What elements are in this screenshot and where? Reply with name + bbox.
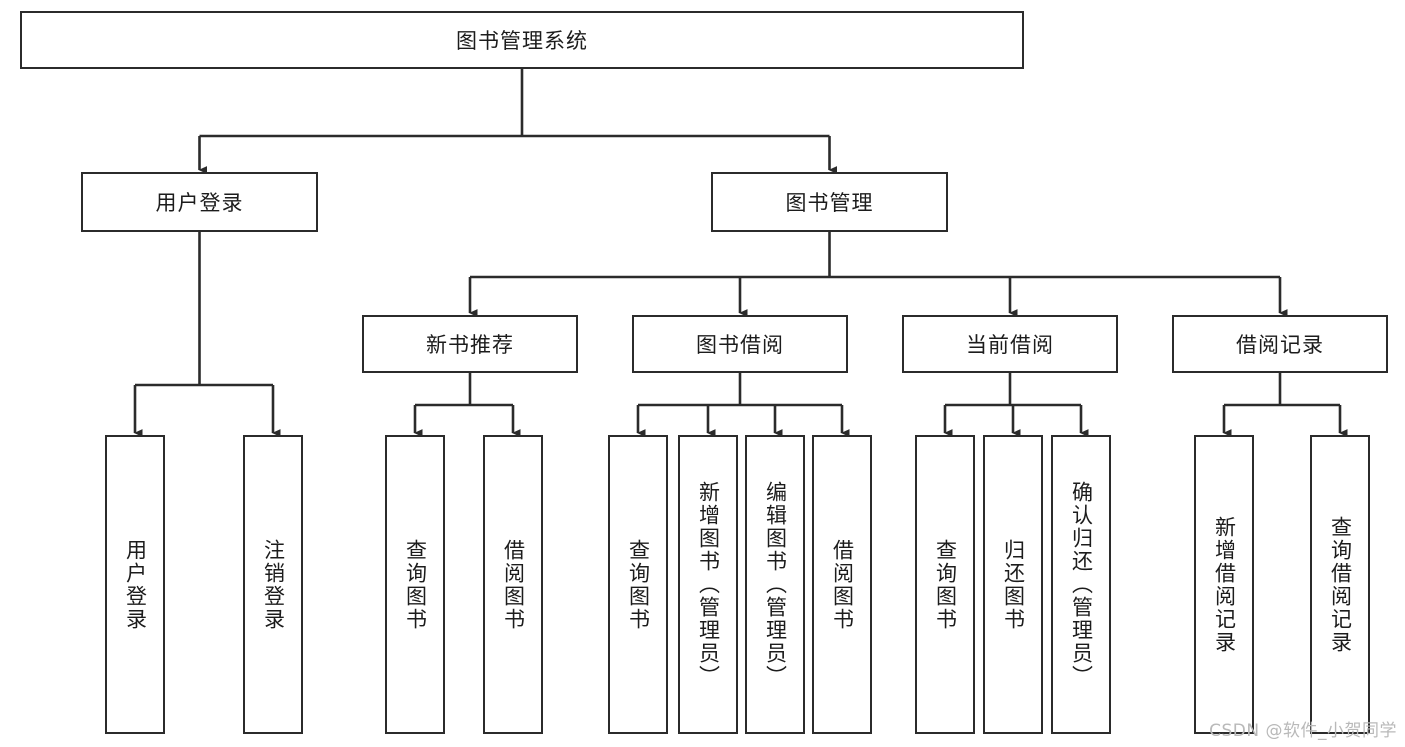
node-confirm-return-admin[interactable]: 确认归还（管理员） — [1051, 435, 1111, 734]
node-label: 借阅图书 — [501, 538, 526, 631]
node-label: 注销登录 — [261, 538, 286, 631]
node-user-login-leaf[interactable]: 用户登录 — [105, 435, 165, 734]
node-query-book-2[interactable]: 查询图书 — [608, 435, 668, 734]
node-user-login[interactable]: 用户登录 — [81, 172, 318, 232]
csdn-watermark: CSDN @软件_小贺同学 — [1209, 721, 1397, 741]
node-add-book-admin[interactable]: 新增图书（管理员） — [678, 435, 738, 734]
node-label: 确认归还（管理员） — [1069, 481, 1094, 688]
node-label: 查询图书 — [933, 538, 958, 631]
node-book-management[interactable]: 图书管理 — [711, 172, 948, 232]
node-return-book[interactable]: 归还图书 — [983, 435, 1043, 734]
node-label: 用户登录 — [123, 538, 148, 631]
node-borrow-record[interactable]: 借阅记录 — [1172, 315, 1388, 373]
node-label: 归还图书 — [1001, 538, 1026, 631]
node-label: 新增借阅记录 — [1212, 515, 1237, 654]
node-user-logout-leaf[interactable]: 注销登录 — [243, 435, 303, 734]
node-query-book-1[interactable]: 查询图书 — [385, 435, 445, 734]
node-label: 查询借阅记录 — [1328, 515, 1353, 654]
node-label: 查询图书 — [626, 538, 651, 631]
node-label: 借阅记录 — [1236, 333, 1324, 357]
node-new-book-recommend[interactable]: 新书推荐 — [362, 315, 578, 373]
node-query-book-3[interactable]: 查询图书 — [915, 435, 975, 734]
node-label: 图书管理系统 — [456, 29, 588, 53]
node-edit-book-admin[interactable]: 编辑图书（管理员） — [745, 435, 805, 734]
node-root[interactable]: 图书管理系统 — [20, 11, 1024, 69]
node-label: 编辑图书（管理员） — [763, 481, 788, 688]
node-label: 新书推荐 — [426, 333, 514, 357]
node-label: 当前借阅 — [966, 333, 1054, 357]
node-borrow-book-1[interactable]: 借阅图书 — [483, 435, 543, 734]
node-label: 图书管理 — [785, 191, 874, 215]
node-query-borrow-record[interactable]: 查询借阅记录 — [1310, 435, 1370, 734]
node-label: 新增图书（管理员） — [696, 481, 721, 688]
node-borrow-book-2[interactable]: 借阅图书 — [812, 435, 872, 734]
node-label: 图书借阅 — [696, 333, 784, 357]
node-book-borrow[interactable]: 图书借阅 — [632, 315, 848, 373]
node-label: 借阅图书 — [830, 538, 855, 631]
node-label: 用户登录 — [155, 191, 244, 215]
node-add-borrow-record[interactable]: 新增借阅记录 — [1194, 435, 1254, 734]
node-label: 查询图书 — [403, 538, 428, 631]
node-current-borrow[interactable]: 当前借阅 — [902, 315, 1118, 373]
